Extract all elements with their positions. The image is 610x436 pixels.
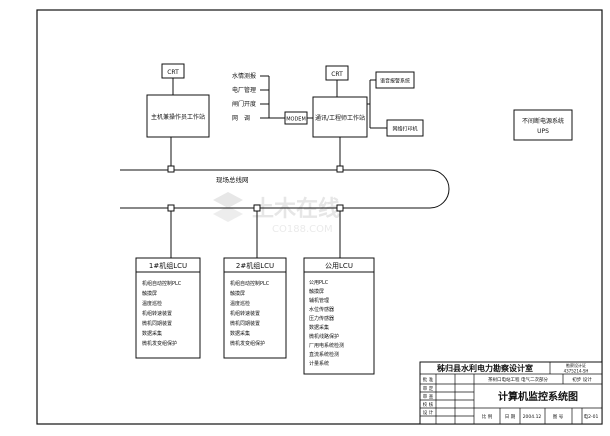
lcu-1-item: 微机同期装置 xyxy=(142,320,172,327)
remote-input-label: 网 调 xyxy=(232,114,250,122)
design-org: 秭归县水利电力勘察设计室 xyxy=(436,363,533,373)
bus-label: 现场总线网 xyxy=(216,175,249,184)
crt-left-label: CRT xyxy=(167,69,179,76)
drawing-frame xyxy=(36,9,603,425)
lcu-2-item: 触摸屏 xyxy=(230,290,245,297)
role-label: 设 计 xyxy=(423,409,434,416)
cert-line-2: 4375214-SH xyxy=(564,369,589,374)
watermark-url: CO188.COM xyxy=(272,224,333,235)
role-label: 批 准 xyxy=(423,376,434,383)
lcu-3-title: 公用LCU xyxy=(325,262,353,270)
lcu-3-item: 触摸屏 xyxy=(309,288,324,295)
watermark: 土木在线 CO188.COM xyxy=(213,192,340,235)
lcu-2-item: 数据采集 xyxy=(230,330,250,337)
field-bus-loop xyxy=(120,169,450,209)
bus-node xyxy=(336,165,344,173)
ups-label: UPS xyxy=(537,128,549,135)
lcu-unit-1: 1#机组LCU 机组自动控制PLC 触摸屏 温度巡检 机组转速装置 微机同期装置… xyxy=(135,257,201,359)
lcu-1-title: 1#机组LCU xyxy=(149,261,187,270)
lcu-1-item: 温度巡检 xyxy=(142,300,162,307)
lcu-1-item: 机组转速装置 xyxy=(142,310,172,317)
voice-alarm-label: 语音报警系统 xyxy=(380,78,410,85)
scale-label: 比 例 xyxy=(482,413,493,420)
lcu-1-item: 机组自动控制PLC xyxy=(142,280,182,287)
bus-node xyxy=(167,165,175,173)
main-operator-station xyxy=(146,94,210,138)
lcu-1-item: 数据采集 xyxy=(142,330,162,337)
bus-node xyxy=(253,204,261,212)
watermark-logo-icon xyxy=(213,192,243,208)
sheet-label: 图 号 xyxy=(553,414,564,420)
net-printer-label: 网络打印机 xyxy=(392,126,417,133)
lcu-2-item: 微机同期装置 xyxy=(230,320,260,327)
lcu-3-item: 水位传感器 xyxy=(309,306,334,313)
lcu-2-title: 2#机组LCU xyxy=(236,261,274,270)
design-stage: 初步 设计 xyxy=(572,376,592,383)
lcu-3-item: 直流系统检测 xyxy=(309,351,339,358)
lcu-2-item: 微机发变组保护 xyxy=(230,340,265,347)
sheet-value: 电2-01 xyxy=(584,413,599,420)
lcu-1-item: 微机发变组保护 xyxy=(142,340,177,347)
cert-line-1: 勘察设计证 xyxy=(566,362,586,368)
lcu-unit-public: 公用LCU 公用PLC 触摸屏 辅机管理 水位传感器 压力传感器 数据采集 微机… xyxy=(303,257,375,375)
date-value: 2004.12 xyxy=(523,414,542,420)
main-station-label: 主机兼操作员工作站 xyxy=(151,113,205,121)
crt-mid-label: CRT xyxy=(331,71,343,78)
lcu-1-item: 触摸屏 xyxy=(142,290,157,297)
remote-input-label: 电厂管理 xyxy=(232,86,256,94)
comm-station-label: 通讯/工程师工作站 xyxy=(315,114,365,122)
remote-inputs: 水情测报 电厂管理 闸门开度 网 调 xyxy=(232,72,285,122)
ups-label: 不间断电源系统 xyxy=(522,117,564,125)
modem-label: MODEM xyxy=(286,117,306,123)
net-printer-box xyxy=(386,119,424,137)
role-label: 审 定 xyxy=(423,385,434,392)
remote-input-label: 水情测报 xyxy=(232,72,256,80)
lcu-3-item: 压力传感器 xyxy=(309,315,334,322)
project-name: 茶树口电站工程 电气二次部分 xyxy=(488,376,548,383)
lcu-3-item: 数据采集 xyxy=(309,324,329,331)
bus-node xyxy=(167,204,175,212)
lcu-3-item: 公用PLC xyxy=(309,280,329,286)
lcu-3-item: 微机线路保护 xyxy=(309,333,339,340)
bus-node xyxy=(336,204,344,212)
title-block: 秭归县水利电力勘察设计室 勘察设计证 4375214-SH 茶树口电站工程 电气… xyxy=(419,361,603,425)
lcu-2-item: 机组转速装置 xyxy=(230,310,260,317)
lcu-3-item: 计量系统 xyxy=(309,360,329,367)
role-label: 审 查 xyxy=(423,393,434,400)
lcu-3-item: 辅机管理 xyxy=(309,297,329,304)
ups-box xyxy=(513,109,573,141)
drawing-title: 计算机监控系统图 xyxy=(498,390,578,403)
lcu-2-item: 温度巡检 xyxy=(230,300,250,307)
remote-input-label: 闸门开度 xyxy=(232,100,256,108)
role-label: 校 核 xyxy=(423,401,434,408)
watermark-text: 土木在线 xyxy=(252,196,340,222)
lcu-unit-2: 2#机组LCU 机组自动控制PLC 触摸屏 温度巡检 机组转速装置 微机同期装置… xyxy=(223,257,287,359)
lcu-2-item: 机组自动控制PLC xyxy=(230,280,270,287)
date-label: 日 期 xyxy=(505,414,516,420)
lcu-3-item: 厂用电系统检测 xyxy=(309,342,344,349)
voice-alarm-box xyxy=(375,71,415,89)
